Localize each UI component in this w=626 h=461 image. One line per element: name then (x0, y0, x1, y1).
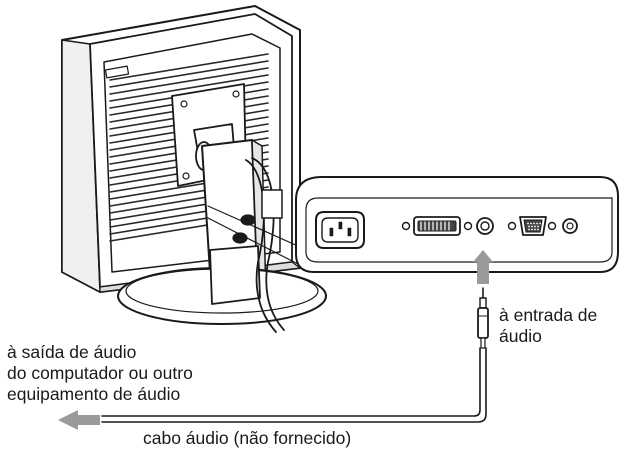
audio-input-jack (476, 217, 494, 235)
audio-cable (101, 347, 487, 423)
connector-panel (295, 176, 619, 273)
arrow-left-icon (58, 410, 100, 430)
audio-input-label-line: áudio (499, 326, 542, 346)
ac-power-socket (315, 211, 365, 249)
audio-plug (477, 287, 489, 349)
vga-connector (507, 216, 557, 236)
audio-input-label: à entrada de áudio (499, 305, 597, 347)
monitor-stand (117, 123, 327, 333)
audio-output-label-line: do computador ou outro (7, 363, 193, 383)
callout-lines (207, 205, 299, 265)
audio-input-label-line: à entrada de (499, 305, 598, 325)
cable-label: cabo áudio (não fornecido) (143, 428, 352, 448)
audio-output-label-line: à saída de áudio (7, 342, 137, 362)
arrow-up-shaft (477, 258, 489, 284)
audio-output-label: à saída de áudio do computador ou outro … (7, 342, 193, 405)
dvi-connector (401, 216, 473, 236)
audio-output-label-line: equipamento de áudio (7, 384, 181, 404)
extra-jack (562, 218, 578, 234)
